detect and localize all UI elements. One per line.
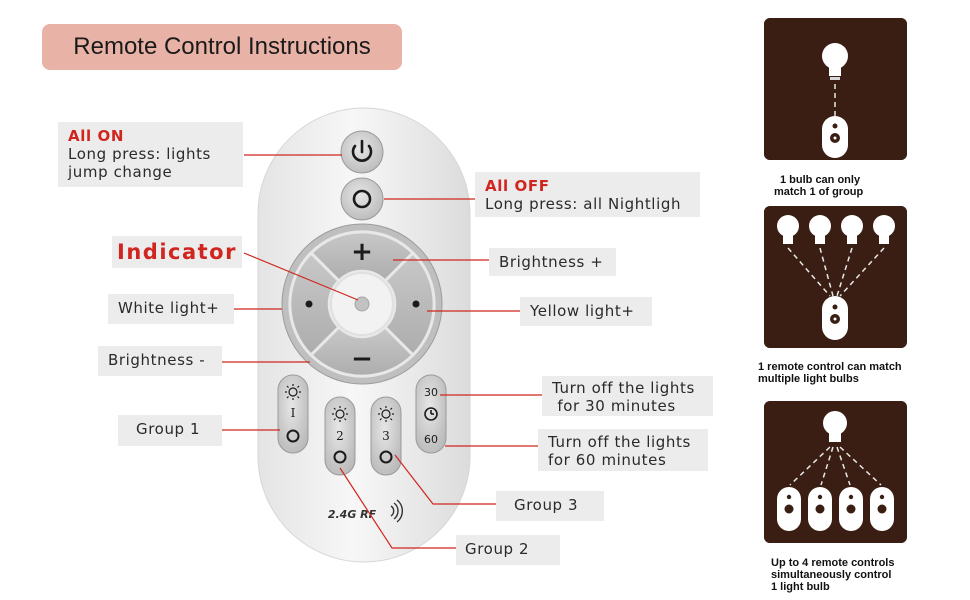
panel-one-bulb (764, 18, 907, 160)
group1-number: I (291, 406, 296, 420)
all-on-desc-line1: Long press: lights (68, 145, 211, 163)
all-off-desc: Long press: all Nightligh (485, 195, 682, 213)
off-icon (352, 189, 372, 209)
signal-icon (390, 499, 403, 523)
turn-off-60-line1: Turn off the lights (548, 433, 691, 451)
plus-icon: + (351, 237, 373, 267)
leader-group3 (394, 454, 496, 505)
page-title: Remote Control Instructions (42, 24, 402, 70)
group1-off-icon (286, 429, 300, 443)
mini-remote-icon (822, 296, 848, 340)
white-dot-icon (305, 300, 313, 308)
group2-off-icon (333, 450, 347, 464)
group3-number: 3 (382, 429, 390, 443)
bulbs-row-icon (777, 215, 895, 244)
all-on-heading: All ON (68, 127, 125, 145)
turn-off-60-line2: for 60 minutes (548, 451, 667, 469)
group1-label: Group 1 (118, 415, 222, 446)
group3-label: Group 3 (496, 491, 604, 521)
caption-one-bulb: 1 bulb can only match 1 of group (774, 174, 914, 198)
minus-icon: − (351, 344, 373, 374)
white-light-button[interactable] (288, 250, 342, 358)
caption-multi-remotes-line1: Up to 4 remote controls (771, 557, 895, 569)
yellow-dot-icon (412, 300, 420, 308)
turn-off-30-label: Turn off the lights for 30 minutes (542, 376, 713, 416)
white-light-label: White light+ (108, 294, 234, 324)
bulb-icon (823, 411, 847, 442)
mini-remote-icon (822, 116, 848, 158)
bulb-icon (822, 43, 848, 80)
leader-group2 (339, 467, 456, 549)
caption-multi-bulbs: 1 remote control can match multiple ligh… (758, 361, 928, 385)
timer60-label: 60 (424, 433, 438, 446)
panel-multi-bulbs (764, 206, 907, 348)
sun-icon (378, 406, 394, 422)
group2-button[interactable] (324, 396, 356, 476)
group3-button[interactable] (370, 396, 402, 476)
sun-icon (332, 406, 348, 422)
turn-off-30-line1: Turn off the lights (552, 379, 695, 397)
caption-multi-bulbs-line1: 1 remote control can match (758, 361, 902, 373)
dpad: + − (281, 223, 443, 385)
all-on-desc-line2: jump change (68, 163, 173, 181)
caption-multi-bulbs-line2: multiple light bulbs (758, 373, 859, 385)
caption-multi-remotes: Up to 4 remote controls simultaneously c… (771, 557, 931, 593)
group2-number: 2 (336, 429, 344, 443)
brightness-minus-label: Brightness - (98, 346, 222, 376)
turn-off-60-label: Turn off the lights for 60 minutes (538, 429, 708, 471)
all-off-label: All OFF Long press: all Nightligh (475, 172, 700, 217)
sun-icon (285, 384, 301, 400)
caption-multi-remotes-line3: 1 light bulb (771, 581, 830, 593)
all-off-heading: All OFF (485, 177, 550, 195)
timer30-label: 30 (424, 386, 438, 399)
off-button[interactable] (340, 177, 384, 221)
leader-indicator (243, 252, 359, 301)
group3-off-icon (379, 450, 393, 464)
clock-icon (424, 407, 438, 421)
caption-one-bulb-line1: 1 bulb can only (780, 174, 861, 186)
group2-label: Group 2 (456, 535, 560, 565)
indicator-label: Indicator (112, 236, 242, 268)
brightness-down-button[interactable] (308, 324, 416, 378)
rf-logo: 2.4G RF (328, 508, 377, 521)
caption-multi-remotes-line2: simultaneously control (771, 569, 892, 581)
caption-one-bulb-line2: match 1 of group (774, 186, 864, 198)
group1-button[interactable] (277, 374, 309, 454)
yellow-light-label: Yellow light+ (520, 297, 652, 326)
all-on-label: All ON Long press: lights jump change (58, 122, 243, 187)
yellow-light-button[interactable] (382, 250, 436, 358)
power-icon (351, 139, 373, 162)
brightness-up-button[interactable] (308, 230, 416, 284)
turn-off-30-line2: for 30 minutes (552, 397, 676, 415)
brightness-plus-label: Brightness + (489, 248, 616, 276)
panel-multi-remotes (764, 401, 907, 543)
indicator-light (354, 296, 370, 312)
